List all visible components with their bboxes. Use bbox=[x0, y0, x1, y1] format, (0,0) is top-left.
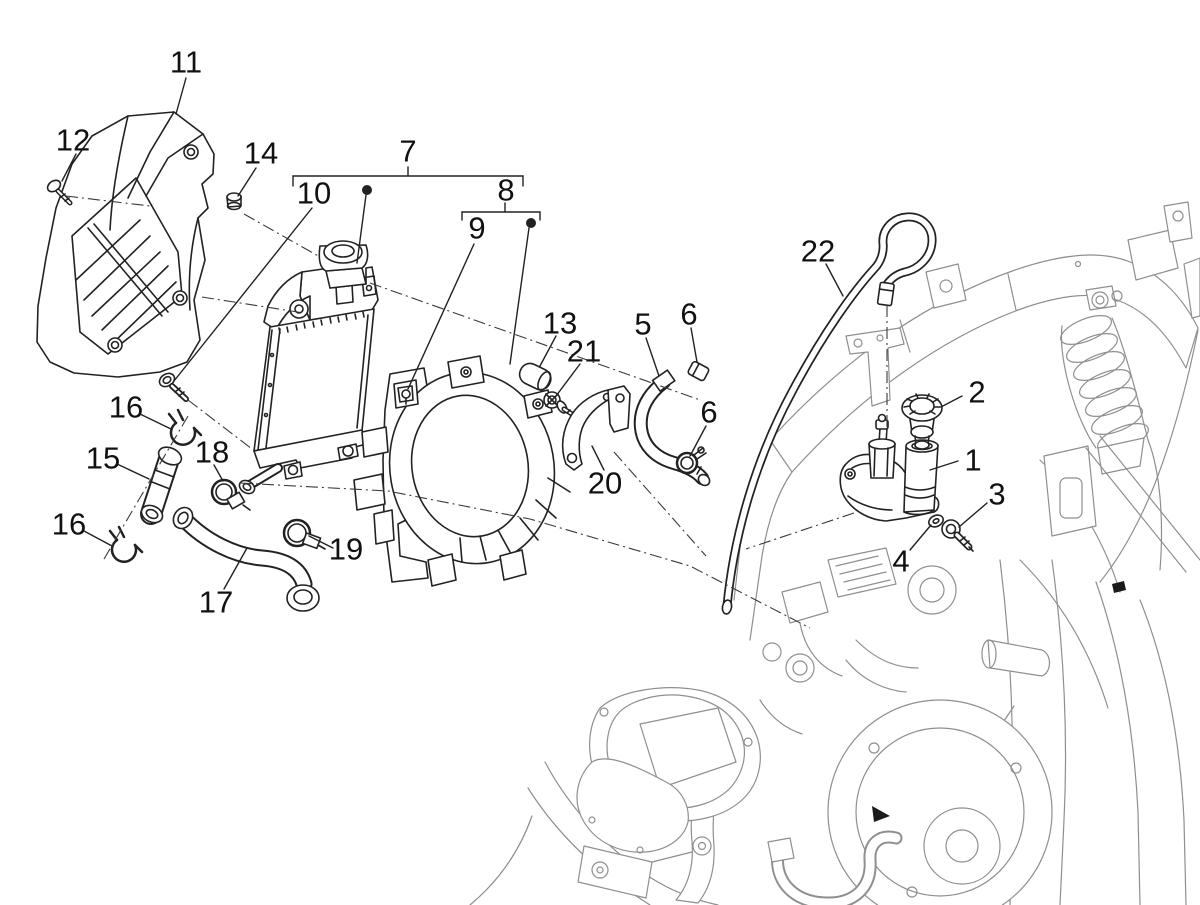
callout-6-lower: 6 bbox=[700, 394, 718, 430]
screw-part-10 bbox=[158, 372, 189, 402]
centerlines bbox=[65, 195, 888, 629]
hose-part-17 bbox=[172, 506, 320, 612]
callout-3: 3 bbox=[988, 476, 1006, 512]
washer-part-4 bbox=[928, 514, 944, 528]
clamp-part-19 bbox=[282, 518, 326, 550]
sleeve-part-13 bbox=[518, 362, 552, 391]
clamp-part-16-lower bbox=[108, 525, 144, 563]
callout-1: 1 bbox=[964, 442, 982, 478]
callout-4: 4 bbox=[892, 543, 910, 579]
clip-part-9 bbox=[393, 379, 419, 409]
clamp-part-16-upper bbox=[167, 408, 203, 446]
bracket-part-20 bbox=[561, 385, 631, 471]
callout-5: 5 bbox=[634, 306, 652, 342]
callout-2: 2 bbox=[968, 374, 986, 410]
clamp-part-18 bbox=[210, 478, 251, 511]
radiator bbox=[238, 240, 379, 495]
callout-22: 22 bbox=[800, 233, 836, 269]
callout-8: 8 bbox=[497, 172, 515, 208]
background-machinery bbox=[469, 201, 1200, 905]
callout-21: 21 bbox=[566, 333, 602, 369]
screw-part-12 bbox=[46, 179, 73, 206]
callout-20: 20 bbox=[587, 465, 623, 501]
screw-part-3 bbox=[941, 519, 974, 552]
callout-6-upper: 6 bbox=[680, 296, 698, 332]
callout-18: 18 bbox=[194, 434, 230, 470]
expansion-tank-part-1 bbox=[839, 413, 940, 522]
group-bracket-7 bbox=[292, 166, 524, 264]
callout-10: 10 bbox=[296, 175, 332, 211]
callout-12: 12 bbox=[55, 122, 91, 158]
callout-16-upper: 16 bbox=[108, 389, 144, 425]
fan-shroud bbox=[353, 355, 571, 587]
cooling-system-parts bbox=[36, 111, 974, 615]
tube-part-22 bbox=[721, 212, 937, 615]
sleeve-part-6-upper bbox=[687, 360, 710, 382]
callout-16-lower: 16 bbox=[51, 506, 87, 542]
group-bracket-8 bbox=[461, 202, 541, 365]
callout-11: 11 bbox=[169, 44, 203, 80]
callout-9: 9 bbox=[468, 210, 486, 246]
side-cover-part-11 bbox=[36, 111, 215, 378]
callout-14: 14 bbox=[243, 135, 279, 171]
tank-cap-part-2 bbox=[901, 393, 943, 450]
callout-17: 17 bbox=[198, 584, 234, 620]
clamp-part-6-lower bbox=[675, 446, 707, 475]
callout-19: 19 bbox=[328, 531, 364, 567]
callout-15: 15 bbox=[85, 440, 121, 476]
leader-lines bbox=[61, 77, 988, 590]
callout-13: 13 bbox=[542, 305, 578, 341]
nut-part-14 bbox=[226, 192, 242, 211]
pipe-part-15 bbox=[140, 446, 183, 525]
callout-7: 7 bbox=[399, 133, 417, 169]
